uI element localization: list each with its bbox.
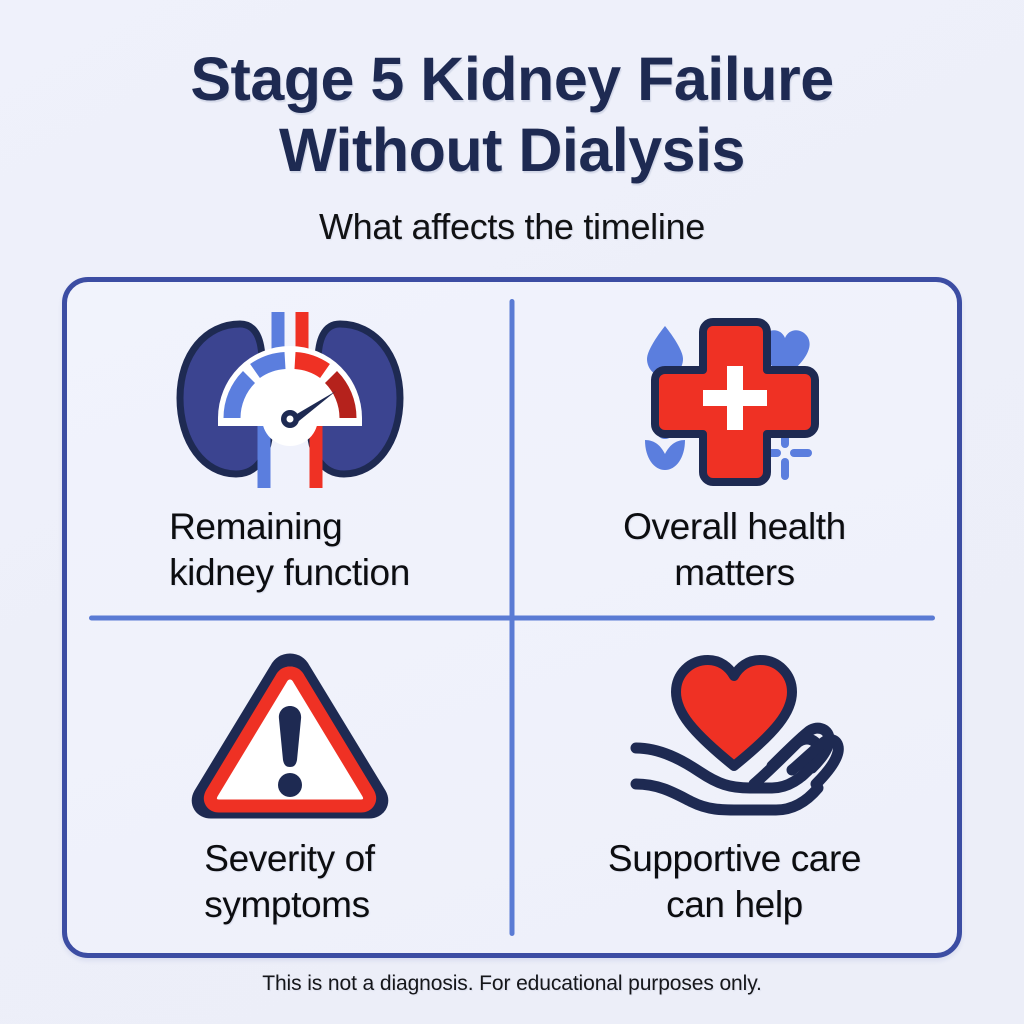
header: Stage 5 Kidney Failure Without Dialysis … (0, 0, 1024, 248)
warning-triangle-icon (184, 646, 396, 822)
water-drop-icon (646, 326, 683, 377)
label-line-2: symptoms (204, 883, 370, 925)
label-line-2: kidney function (169, 552, 410, 594)
label-line-2: matters (674, 552, 795, 594)
title-line-1: Stage 5 Kidney Failure (190, 45, 834, 113)
quadrant-remaining-kidney-function: Remaining kidney function (67, 282, 512, 618)
quadrant-label-remaining-kidney-function: Remaining kidney function (169, 504, 410, 597)
label-line-1: Supportive care (607, 837, 862, 879)
label-line-1: Severity of (204, 837, 375, 879)
factors-grid: Remaining kidney function (67, 282, 957, 953)
hand-holding-heart-icon (626, 646, 844, 822)
page-subtitle: What affects the timeline (318, 205, 706, 247)
quadrant-overall-health-matters: Overall health matters (512, 282, 957, 618)
medical-cross-icon (635, 310, 835, 490)
kidneys-gauge-icon (166, 310, 414, 490)
leaf-icon (644, 440, 685, 470)
quadrant-label-severity-of-symptoms: Severity of symptoms (204, 836, 375, 929)
disclaimer-footer: This is not a diagnosis. For educational… (262, 972, 762, 995)
page-title: Stage 5 Kidney Failure Without Dialysis (102, 44, 922, 186)
quadrant-severity-of-symptoms: Severity of symptoms (67, 618, 512, 954)
label-line-2: can help (666, 883, 803, 925)
factors-card: Remaining kidney function (62, 277, 962, 958)
quadrant-label-overall-health-matters: Overall health matters (623, 504, 846, 597)
title-line-2: Without Dialysis (279, 115, 745, 184)
quadrant-label-supportive-care-can-help: Supportive care can help (607, 836, 862, 929)
label-line-1: Remaining (169, 506, 343, 547)
horizontal-divider (89, 615, 935, 620)
label-line-1: Overall health (623, 506, 846, 547)
quadrant-supportive-care-can-help: Supportive care can help (512, 618, 957, 954)
